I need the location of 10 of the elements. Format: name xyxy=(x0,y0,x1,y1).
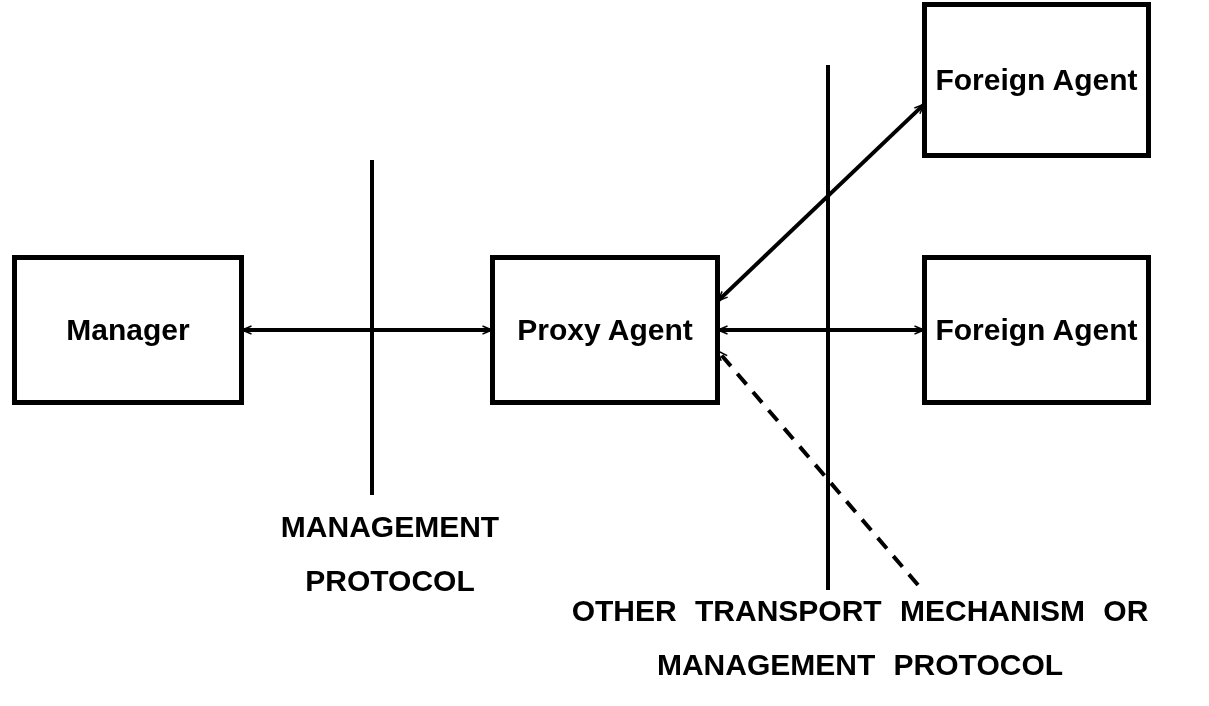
protocol-label: MANAGEMENT PROTOCOL xyxy=(279,509,501,599)
process-box xyxy=(12,255,244,405)
box-label: Foreign Agent xyxy=(935,63,1138,97)
process-box xyxy=(490,255,720,405)
box-label: Foreign Agent xyxy=(935,313,1138,347)
process-box xyxy=(922,2,1151,158)
box-label: Proxy Agent xyxy=(517,313,693,347)
box-label: Manager xyxy=(66,313,190,347)
process-box xyxy=(922,255,1151,405)
protocol-label: OTHER TRANSPORT MECHANISM OR MANAGEMENT PROTOCOL xyxy=(570,593,1150,683)
